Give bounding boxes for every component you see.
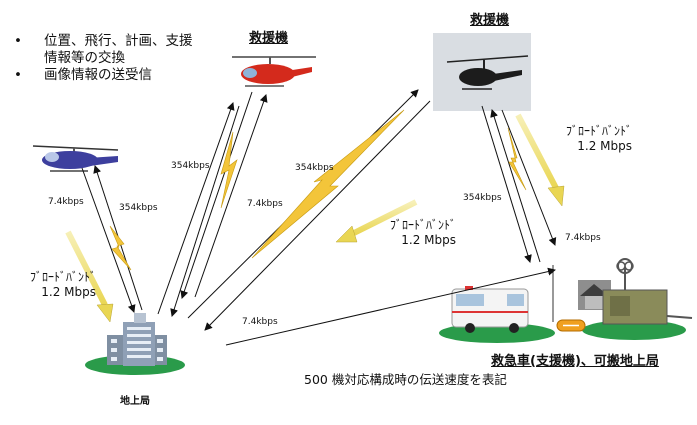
broadband-label-right: ﾌﾞﾛｰﾄﾞﾊﾞﾝﾄﾞ 1.2 Mbps (540, 124, 632, 154)
blue-helicopter-icon (32, 145, 119, 172)
rate-label: 7.4kbps (242, 317, 278, 327)
bullet-line: 位置、飛行、計画、支援 (44, 33, 193, 49)
broadband-arrow-right (515, 113, 565, 207)
broadband-arrow-left (65, 230, 114, 323)
lightning-bolts (109, 109, 527, 271)
rescue-heli-right-title: 救援機 (470, 13, 510, 28)
bullet-dot: • (14, 67, 22, 83)
ground-ellipse-portable (582, 320, 686, 340)
ground-station-building (107, 313, 167, 366)
bullet-item: • 画像情報の送受信 (14, 67, 224, 84)
red-helicopter-icon (232, 56, 316, 87)
rate-label: 7.4kbps (247, 199, 283, 209)
rate-label: 7.4kbps (48, 197, 84, 207)
rate-label: 7.4kbps (565, 233, 601, 243)
black-helicopter-photo (433, 33, 531, 111)
broadband-speed: 1.2 Mbps (401, 233, 456, 247)
broadband-label-left: ﾌﾞﾛｰﾄﾞﾊﾞﾝﾄﾞ 1.2 Mbps (10, 270, 96, 300)
broadband-name: ﾌﾞﾛｰﾄﾞﾊﾞﾝﾄﾞ (29, 270, 96, 284)
footnote: 500 機対応構成時の伝送速度を表記 (304, 372, 507, 387)
ambulance-icon (451, 286, 529, 333)
bullet-line: 情報等の交換 (44, 50, 125, 66)
rescue-heli-left-title: 救援機 (249, 31, 289, 46)
bullet-item: • 位置、飛行、計画、支援 情報等の交換 (14, 33, 224, 67)
broadband-label-center: ﾌﾞﾛｰﾄﾞﾊﾞﾝﾄﾞ 1.2 Mbps (360, 218, 456, 248)
broadband-speed: 1.2 Mbps (41, 285, 96, 299)
ambulance-link-icon (556, 319, 586, 332)
broadband-name: ﾌﾞﾛｰﾄﾞﾊﾞﾝﾄﾞ (389, 218, 456, 232)
broadband-name: ﾌﾞﾛｰﾄﾞﾊﾞﾝﾄﾞ (565, 124, 632, 138)
portable-station-icon (602, 258, 693, 325)
broadband-arrow-center (335, 199, 418, 243)
bullet-text: 画像情報の送受信 (44, 67, 152, 83)
ambulance-station-title: 救急車(支援機)、可搬地上局 (491, 354, 659, 369)
ground-station-label: 地上局 (120, 396, 150, 407)
rate-label: 354kbps (463, 193, 502, 203)
bullet-dot: • (14, 33, 22, 49)
broadband-speed: 1.2 Mbps (577, 139, 632, 153)
rate-label: 354kbps (171, 161, 210, 171)
feature-bullet-list: • 位置、飛行、計画、支援 情報等の交換 • 画像情報の送受信 (14, 33, 224, 84)
bullet-text: 位置、飛行、計画、支援 情報等の交換 (44, 33, 224, 67)
rate-label: 354kbps (295, 163, 334, 173)
rate-label: 354kbps (119, 203, 158, 213)
